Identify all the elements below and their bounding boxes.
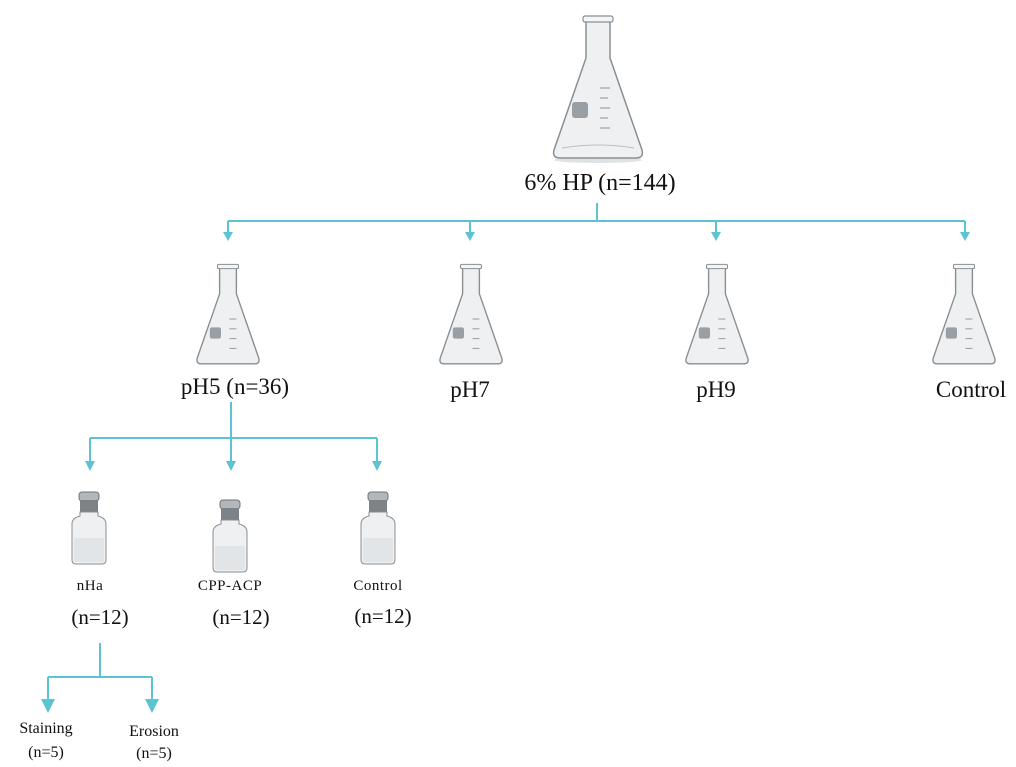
staining-count: (n=5) (28, 744, 64, 761)
flask-icon (682, 263, 752, 368)
arrowhead (372, 461, 382, 471)
arrowhead (226, 461, 236, 471)
nha-count: (n=12) (71, 605, 129, 629)
arrowhead (711, 232, 721, 241)
cpp-acp-label: CPP-ACP (197, 578, 263, 594)
staining-label: Staining (19, 720, 73, 737)
vial-control-label: Control (353, 578, 403, 594)
flask-icon (436, 263, 506, 368)
ph5-label: pH5 (n=36) (180, 374, 290, 399)
ph7-label: pH7 (450, 377, 490, 402)
vial-control-count: (n=12) (354, 604, 412, 628)
arrowhead (223, 232, 233, 241)
arrowhead (960, 232, 970, 241)
control-label: Control (935, 377, 1007, 402)
root-flask-icon (548, 14, 648, 164)
flask-icon (929, 263, 999, 368)
vial-icon (68, 490, 110, 566)
cpp-acp-count: (n=12) (212, 605, 270, 629)
nha-label: nHa (76, 578, 104, 594)
arrowhead (41, 699, 55, 713)
erosion-count: (n=5) (136, 745, 172, 762)
arrowhead (145, 699, 159, 713)
root-label: 6% HP (n=144) (524, 170, 676, 196)
flask-icon (193, 263, 263, 368)
arrowhead (465, 232, 475, 241)
ph9-label: pH9 (696, 377, 736, 402)
vial-icon (209, 498, 251, 574)
erosion-label: Erosion (129, 723, 179, 740)
vial-icon (357, 490, 399, 566)
arrowhead (85, 461, 95, 471)
